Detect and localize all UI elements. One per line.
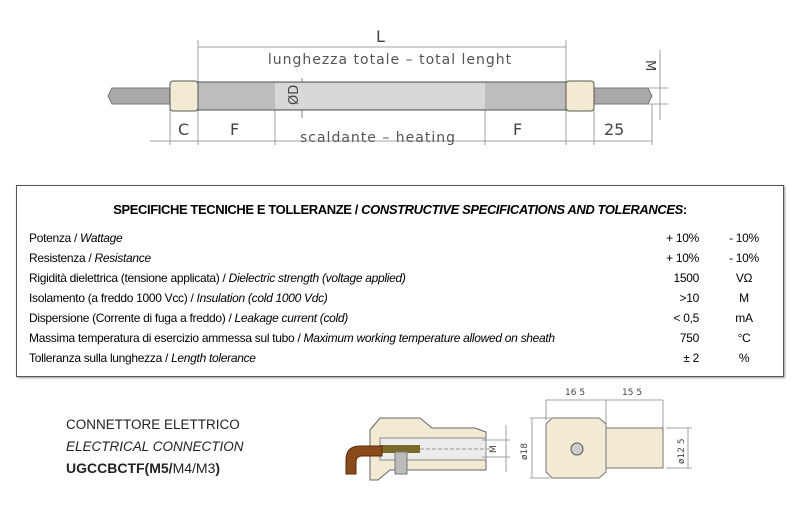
label-en: Wattage bbox=[80, 231, 123, 245]
dim-25: 25 bbox=[604, 120, 624, 139]
label-en: Dielectric strength (voltage applied) bbox=[228, 271, 406, 285]
value: >10 bbox=[679, 291, 700, 305]
dim-F-left: F bbox=[230, 120, 239, 139]
title-english: CONSTRUCTIVE SPECIFICATIONS AND TOLERANC… bbox=[361, 202, 683, 217]
dim-C: C bbox=[178, 120, 189, 139]
title-italian: SPECIFICHE TECNICHE E TOLLERANZE / bbox=[113, 202, 362, 217]
dim-diameter-12-5: ø12 5 bbox=[677, 438, 687, 464]
connector-title-en: ELECTRICAL CONNECTION bbox=[66, 439, 244, 454]
dim-15-5: 15 5 bbox=[622, 388, 642, 398]
label-it: Resistenza / bbox=[29, 251, 95, 265]
label-en: Leakage current (cold) bbox=[234, 311, 349, 325]
code-rest: M4/M3 bbox=[172, 460, 216, 476]
spec-row: Resistenza / Resistance + 10% - 10% bbox=[29, 251, 774, 271]
label-it: Massima temperatura di esercizio ammessa… bbox=[29, 331, 304, 345]
value: 750 bbox=[679, 331, 699, 345]
label-en: Maximum working temperature allowed on s… bbox=[303, 331, 556, 345]
label-en: Length tolerance bbox=[171, 351, 256, 365]
label-it: Rigidità dielettrica (tensione applicata… bbox=[29, 271, 229, 285]
value: < 0,5 bbox=[673, 311, 699, 325]
specifications-table: SPECIFICHE TECNICHE E TOLLERANZE / CONST… bbox=[16, 185, 784, 377]
connector-code: UGCCBCTF(M5/M4/M3) bbox=[66, 460, 220, 476]
label-en: Resistance bbox=[94, 251, 151, 265]
label-en: Insulation (cold 1000 Vdc) bbox=[196, 291, 328, 305]
value: + 10% bbox=[666, 231, 699, 245]
dim-F-right: F bbox=[513, 120, 522, 139]
dim-M: M bbox=[642, 60, 657, 71]
spec-row: Rigidità dielettrica (tensione applicata… bbox=[29, 271, 774, 291]
connector-dim-M: M bbox=[489, 445, 499, 453]
value: + 10% bbox=[666, 251, 699, 265]
code-m5: M5/ bbox=[149, 460, 173, 476]
label-it: Tolleranza sulla lunghezza / bbox=[29, 351, 172, 365]
title-colon: : bbox=[682, 202, 687, 217]
dim-diameter-18: ø18 bbox=[520, 443, 530, 460]
value: ± 2 bbox=[683, 351, 699, 365]
dim-16-5: 16 5 bbox=[565, 388, 585, 398]
spec-row: Potenza / Wattage + 10% - 10% bbox=[29, 231, 774, 251]
label-it: Dispersione (Corrente di fuga a freddo) … bbox=[29, 311, 235, 325]
code-suffix: ) bbox=[215, 460, 221, 476]
specs-title: SPECIFICHE TECNICHE E TOLLERANZE / CONST… bbox=[17, 202, 783, 217]
label-it: Potenza / bbox=[29, 231, 81, 245]
spec-row: Dispersione (Corrente di fuga a freddo) … bbox=[29, 311, 774, 331]
spec-row: Massima temperatura di esercizio ammessa… bbox=[29, 331, 774, 351]
heating-label: scaldante – heating bbox=[300, 130, 456, 146]
unit: mA bbox=[735, 311, 753, 325]
code-prefix: UGCCBCTF( bbox=[66, 460, 150, 476]
connector-title-it: CONNETTORE ELETTRICO bbox=[66, 417, 240, 432]
unit: °C bbox=[737, 331, 751, 345]
spec-row: Isolamento (a freddo 1000 Vcc) / Insulat… bbox=[29, 291, 774, 311]
dim-L: L bbox=[376, 27, 385, 46]
unit: M bbox=[739, 291, 749, 305]
unit: % bbox=[738, 351, 750, 365]
spec-row: Tolleranza sulla lunghezza / Length tole… bbox=[29, 351, 774, 371]
connector-drawing: M 16 5 15 5 ø18 ø12 5 bbox=[345, 388, 692, 481]
total-length-label: lunghezza totale – total lenght bbox=[268, 52, 512, 68]
unit: VΩ bbox=[735, 271, 753, 285]
diameter-label: ØD bbox=[287, 85, 302, 105]
value: 1500 bbox=[673, 271, 700, 285]
label-it: Isolamento (a freddo 1000 Vcc) / bbox=[29, 291, 197, 305]
unit: - 10% bbox=[729, 251, 759, 265]
unit: - 10% bbox=[729, 231, 759, 245]
heater-drawing: L lunghezza totale – total lenght ØD C F… bbox=[107, 27, 668, 146]
